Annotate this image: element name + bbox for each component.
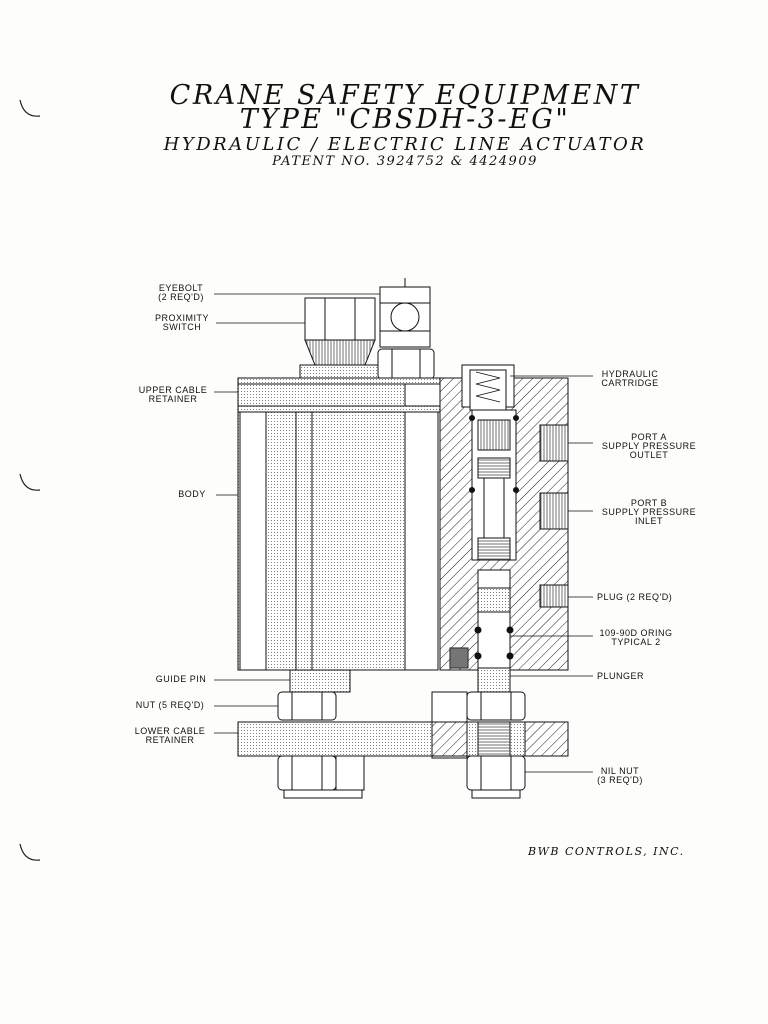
lower-cable-retainer xyxy=(237,721,569,757)
valve-block xyxy=(439,364,569,671)
upper-nut xyxy=(377,348,435,380)
label-nil-nut: NIL NUT(3 REQ'D) xyxy=(597,766,643,785)
eyebolt xyxy=(379,278,431,348)
oring xyxy=(474,626,482,634)
label-body: BODY xyxy=(178,489,206,499)
plunger xyxy=(477,667,511,695)
title-line-1: CRANE SAFETY EQUIPMENT xyxy=(169,80,641,111)
patent-number: PATENT NO. 3924752 & 4424909 xyxy=(272,154,538,169)
label-nut: NUT (5 REQ'D) xyxy=(135,700,205,710)
label-plug: PLUG (2 REQ'D) xyxy=(597,592,673,602)
plug xyxy=(539,584,569,608)
punch-marks xyxy=(19,99,41,861)
nil-nuts xyxy=(277,755,526,799)
subtitle: HYDRAULIC / ELECTRIC LINE ACTUATOR xyxy=(163,134,647,155)
label-eyebolt: EYEBOLT(2 REQ'D) xyxy=(158,283,204,302)
port-a xyxy=(539,424,569,462)
port-b xyxy=(539,492,569,530)
guide-pin xyxy=(289,669,351,693)
title-line-2: TYPE "CBSDH-3-EG" xyxy=(239,104,571,135)
label-guide-pin: GUIDE PIN xyxy=(155,674,207,684)
body xyxy=(237,411,439,671)
proximity-switch xyxy=(299,297,381,380)
label-plunger: PLUNGER xyxy=(597,671,645,681)
company-name: BWB CONTROLS, INC. xyxy=(528,845,685,858)
leader-lines xyxy=(214,293,593,773)
